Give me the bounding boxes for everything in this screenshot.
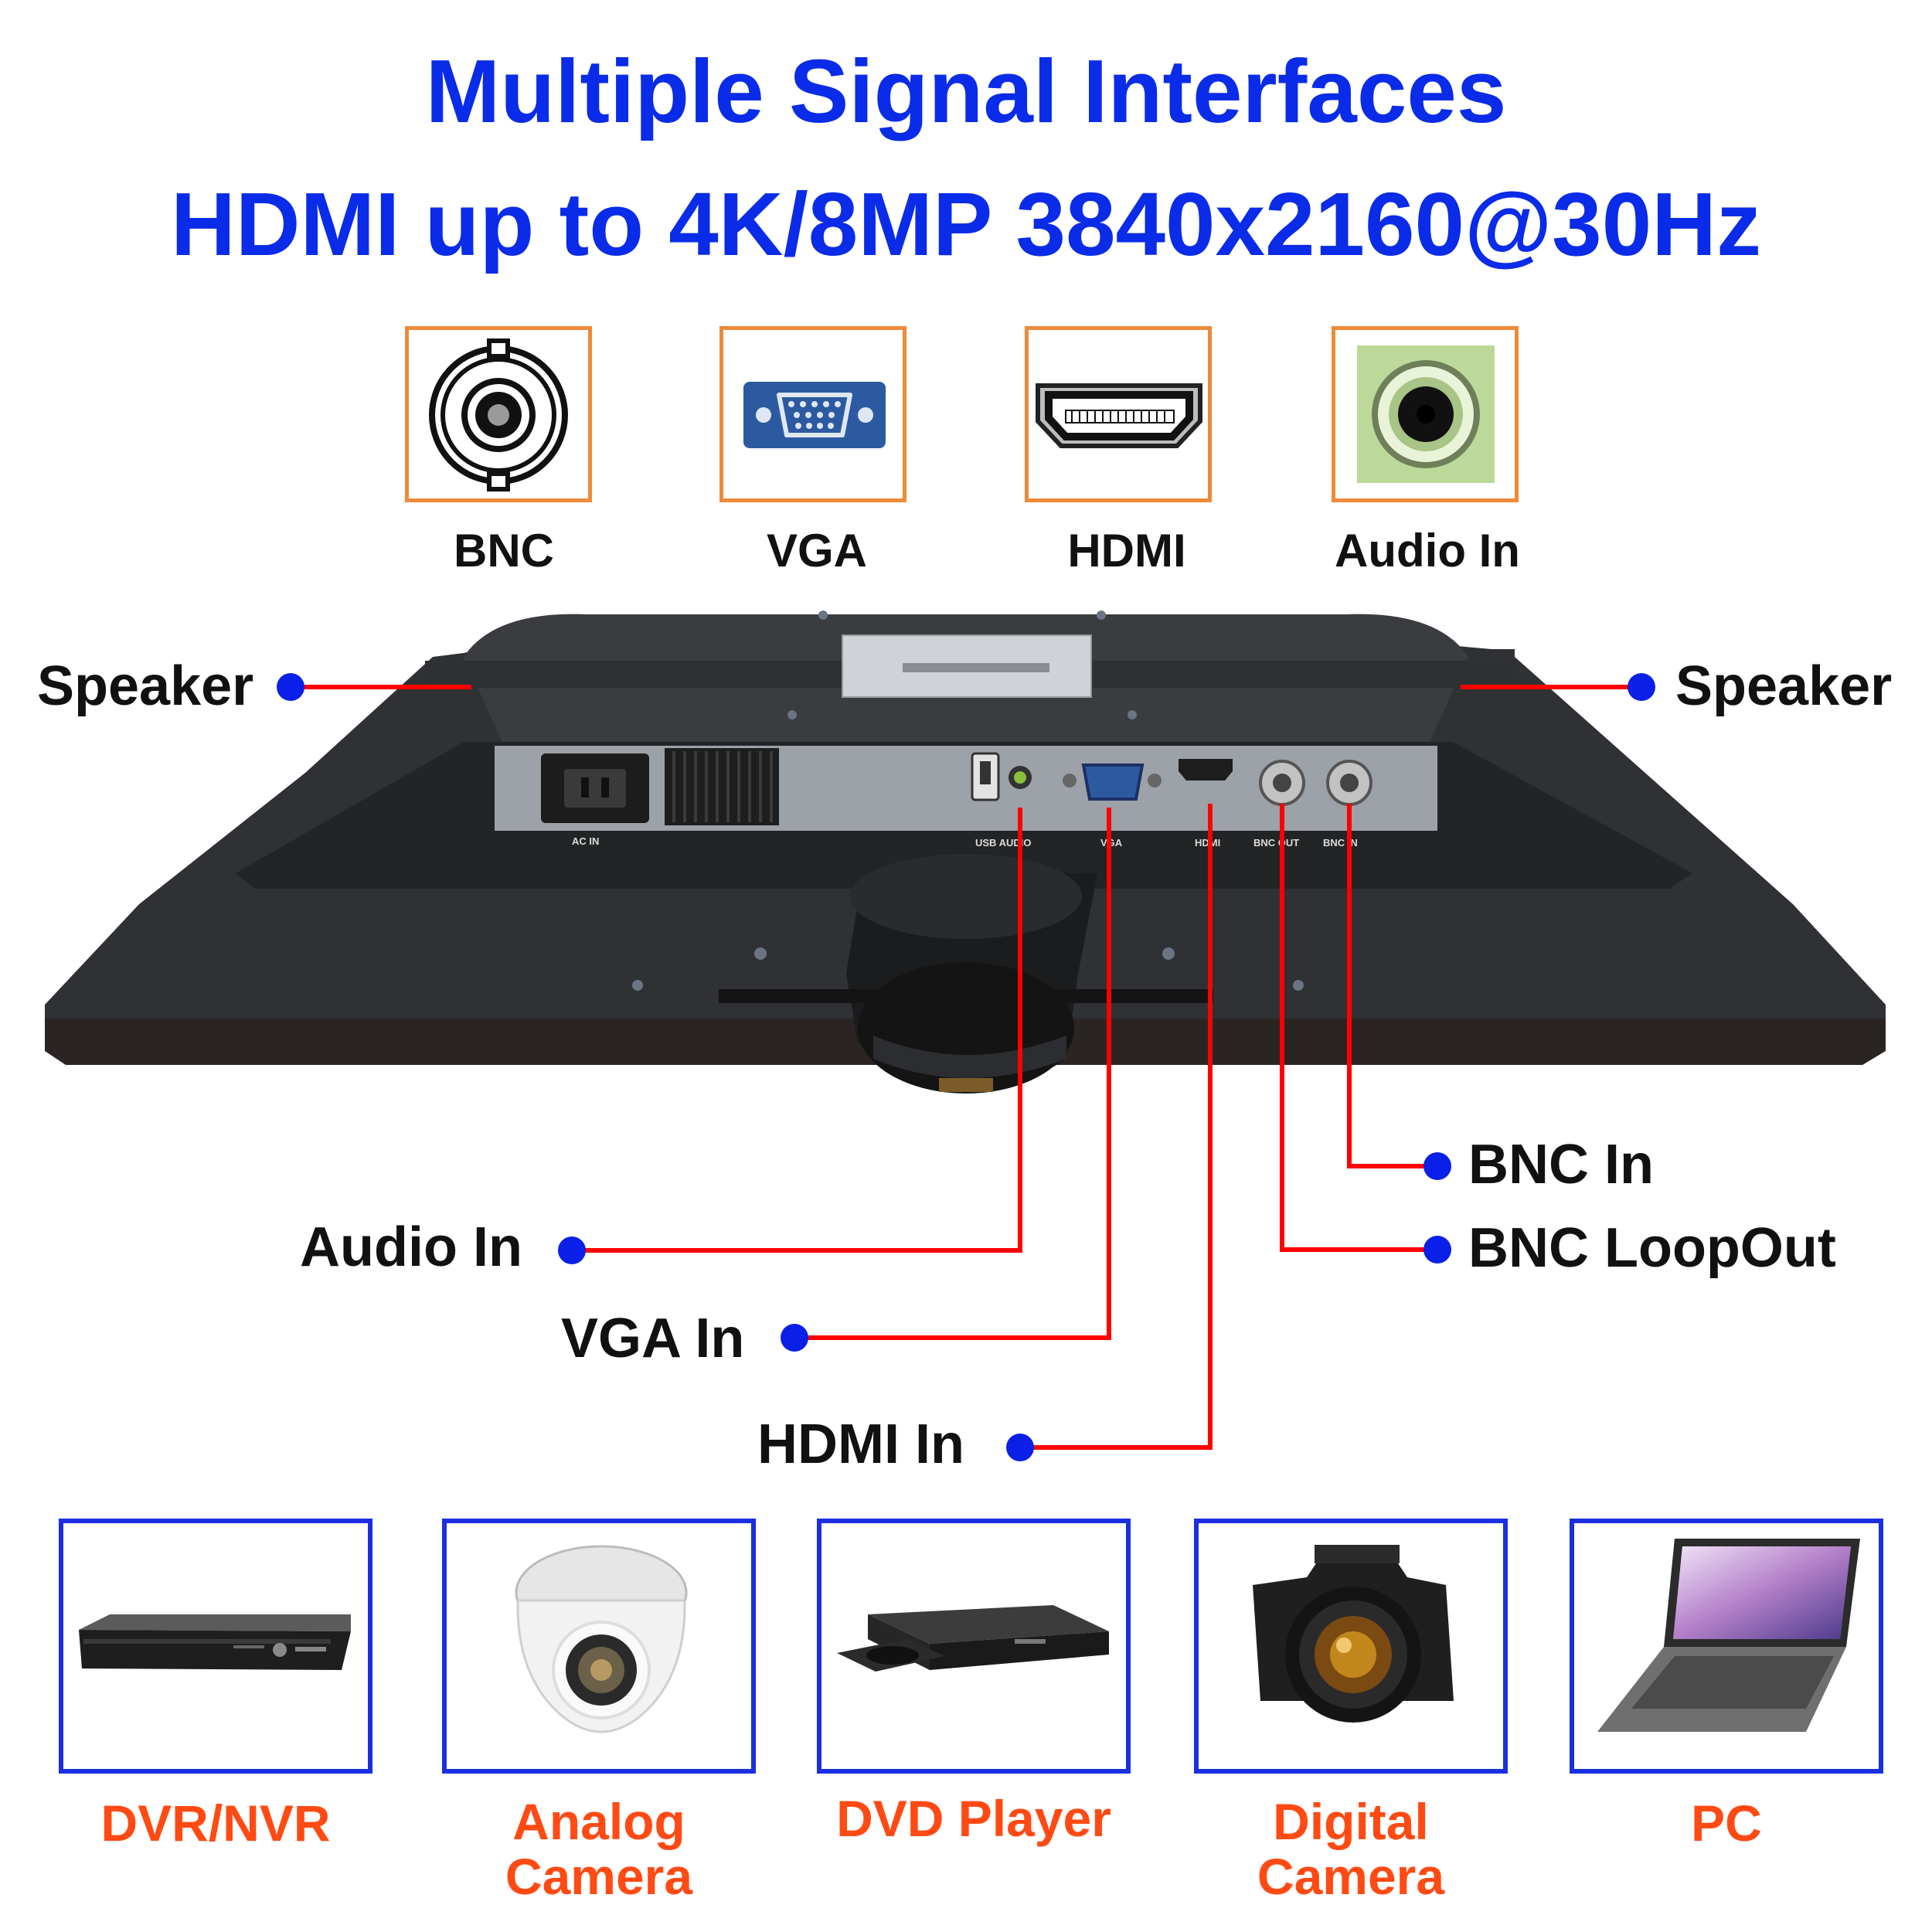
- digital-camera-icon: [1253, 1545, 1454, 1723]
- source-label-analog-camera: Analog Camera: [505, 1793, 693, 1906]
- callout-dots: [277, 673, 1655, 1461]
- panel-label-bnc-in: BNC IN: [1323, 837, 1358, 849]
- callout-hdmi-in: HDMI In: [757, 1413, 964, 1475]
- dome-camera-icon: [515, 1545, 688, 1733]
- line-bnc-loopout: [1280, 804, 1437, 1252]
- line-hdmi-in: [1020, 804, 1213, 1450]
- source-box-digital-camera: [1194, 1519, 1508, 1774]
- port-label-audio: Audio In: [1335, 525, 1520, 577]
- source-box-dvr: [59, 1519, 372, 1774]
- panel-label-vga: VGA: [1100, 837, 1123, 849]
- dvr-recorder-icon: [79, 1614, 351, 1670]
- hdmi-connector-icon: [1036, 383, 1202, 448]
- panel-label-usb-audio: USB AUDIO: [975, 837, 1031, 849]
- panel-label-bnc-out: BNC OUT: [1253, 837, 1299, 849]
- line-bnc-in: [1347, 804, 1437, 1168]
- source-box-analog-camera: [442, 1519, 756, 1774]
- source-label-dvd-player: DVD Player: [836, 1790, 1111, 1847]
- port-label-bnc: BNC: [454, 525, 554, 577]
- audio-port: [1014, 771, 1026, 784]
- port-box-bnc: [405, 326, 592, 502]
- port-label-hdmi: HDMI: [1067, 525, 1186, 577]
- port-box-hdmi: [1025, 326, 1212, 502]
- panel-label-hdmi: HDMI: [1195, 837, 1220, 849]
- title-line-2: HDMI up to 4K/8MP 3840x2160@30Hz: [171, 174, 1761, 274]
- bnc-connector-icon: [429, 338, 568, 492]
- laptop-icon: [1597, 1539, 1860, 1732]
- vga-connector-icon: [743, 382, 886, 448]
- line-vga-in: [794, 808, 1111, 1340]
- source-label-pc: PC: [1691, 1794, 1762, 1852]
- panel-label-ac-in: AC IN: [572, 835, 599, 847]
- source-box-dvd-player: [817, 1519, 1131, 1774]
- callout-speaker-right: Speaker: [1675, 655, 1893, 717]
- source-box-pc: [1570, 1519, 1883, 1774]
- source-label-dvr: DVR/NVR: [100, 1794, 331, 1852]
- callout-bnc-loopout: BNC LoopOut: [1468, 1217, 1836, 1279]
- audio-jack-icon: [1357, 345, 1495, 483]
- source-label-digital-camera: Digital Camera: [1257, 1793, 1445, 1906]
- callout-bnc-in: BNC In: [1468, 1134, 1654, 1196]
- port-label-vga: VGA: [766, 525, 868, 577]
- title-line-1: Multiple Signal Interfaces: [425, 41, 1507, 141]
- vga-port: [1081, 764, 1145, 801]
- dvd-player-icon: [837, 1605, 1109, 1672]
- callout-lines: [291, 685, 1641, 1450]
- port-box-audio: [1332, 326, 1519, 502]
- callout-speaker-left: Speaker: [37, 655, 254, 717]
- callout-vga-in: VGA In: [561, 1308, 745, 1369]
- hdmi-port: [1179, 759, 1233, 781]
- callout-audio-in: Audio In: [300, 1216, 522, 1278]
- line-audio-in: [572, 808, 1022, 1253]
- monitor-rear-view: AC IN USB AUDIO VGA HDMI BNC OUT BNC IN: [45, 611, 1886, 1461]
- port-box-vga: [719, 326, 906, 502]
